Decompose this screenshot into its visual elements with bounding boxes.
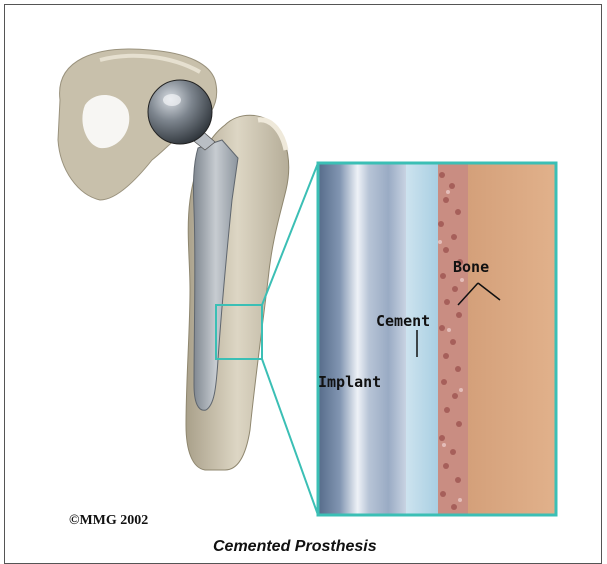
implant-label: Implant <box>318 373 381 391</box>
magnified-cross-section <box>318 163 556 515</box>
bone-label: Bone <box>453 258 489 276</box>
copyright-text: ©MMG 2002 <box>69 513 148 529</box>
cement-label: Cement <box>376 312 430 330</box>
figure-caption: Cemented Prosthesis <box>213 538 377 556</box>
callout-line-bottom <box>262 359 318 515</box>
